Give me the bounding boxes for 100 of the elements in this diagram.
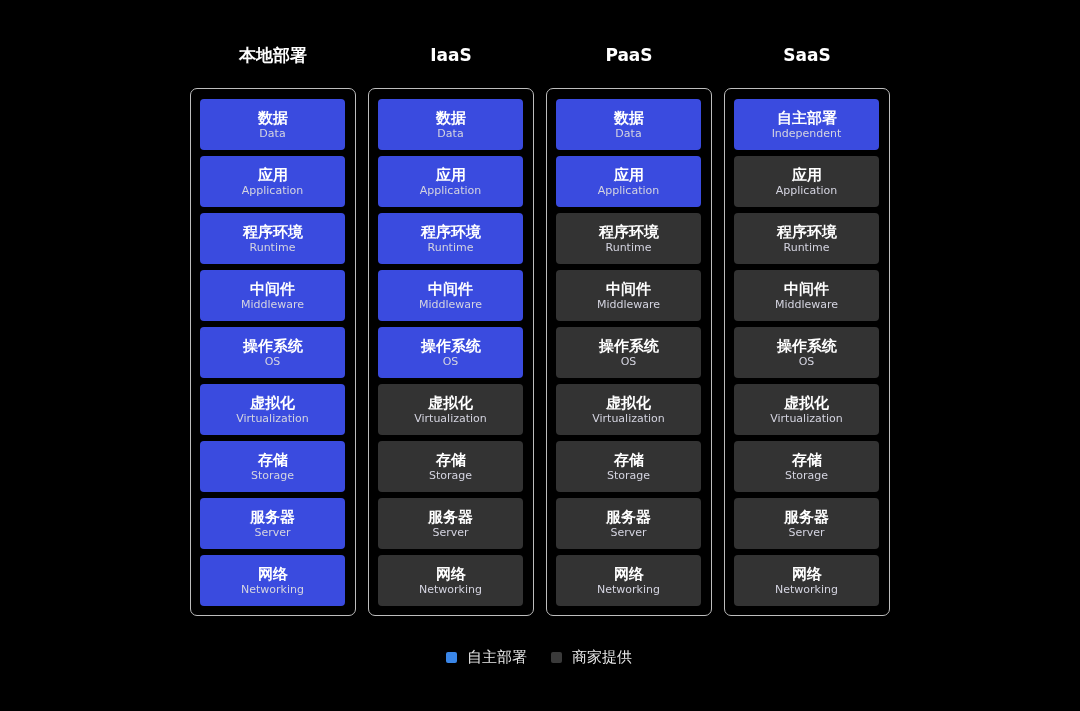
layer-name: 中间件: [428, 279, 473, 298]
column-title: 本地部署: [239, 44, 307, 66]
layer-subtitle: Application: [597, 183, 660, 198]
layer-card: [734, 156, 879, 207]
layer-name: 网络: [613, 564, 644, 583]
layer-card: [378, 156, 523, 207]
layer-card: [556, 327, 701, 378]
layer-subtitle: Data: [259, 126, 286, 141]
layer-subtitle: OS: [620, 354, 637, 369]
layer-card: [200, 498, 345, 549]
layer-subtitle: Application: [419, 183, 482, 198]
layer-subtitle: Virtualization: [236, 411, 309, 426]
layer-name: 虚拟化: [784, 393, 829, 412]
layer-name: 存储: [257, 450, 288, 469]
layer-name: 服务器: [784, 507, 829, 526]
layer-subtitle: Middleware: [596, 297, 661, 312]
layer-card: [378, 213, 523, 264]
layer-name: 存储: [791, 450, 822, 469]
layer-name: 服务器: [428, 507, 473, 526]
layer-card: [556, 384, 701, 435]
layer-subtitle: Server: [432, 525, 469, 540]
layer-name: 存储: [435, 450, 466, 469]
layer-subtitle: Middleware: [774, 297, 839, 312]
layer-name: 应用: [613, 165, 644, 184]
layer-subtitle: Server: [788, 525, 825, 540]
layer-card: [556, 441, 701, 492]
layer-name: 应用: [791, 165, 822, 184]
layer-subtitle: Runtime: [427, 240, 474, 255]
layer-name: 存储: [613, 450, 644, 469]
layer-subtitle: Networking: [775, 582, 838, 597]
layer-card: [556, 213, 701, 264]
layer-card: [378, 498, 523, 549]
layer-subtitle: Virtualization: [414, 411, 487, 426]
column-title: SaaS: [783, 44, 831, 66]
layer-subtitle: Networking: [419, 582, 482, 597]
column-title: IaaS: [430, 44, 472, 66]
layer-card: [378, 99, 523, 150]
layer-subtitle: Virtualization: [592, 411, 665, 426]
layer-name: 程序环境: [242, 222, 303, 241]
layer-subtitle: Middleware: [418, 297, 483, 312]
layer-card: [734, 384, 879, 435]
layer-name: 网络: [791, 564, 822, 583]
layer-subtitle: Server: [610, 525, 647, 540]
layer-name: 程序环境: [598, 222, 659, 241]
layer-name: 网络: [257, 564, 288, 583]
layer-card: [734, 327, 879, 378]
layer-name: 虚拟化: [606, 393, 651, 412]
layer-card: [200, 213, 345, 264]
layer-name: 数据: [613, 108, 644, 127]
layer-subtitle: OS: [798, 354, 815, 369]
layer-name: 中间件: [250, 279, 295, 298]
layer-card: [200, 441, 345, 492]
layer-subtitle: Application: [241, 183, 304, 198]
layer-name: 虚拟化: [250, 393, 295, 412]
layer-name: 程序环境: [776, 222, 837, 241]
layer-subtitle: OS: [264, 354, 281, 369]
layer-subtitle: Storage: [606, 468, 650, 483]
layer-card: [734, 99, 879, 150]
layer-subtitle: Storage: [428, 468, 472, 483]
layer-subtitle: Independent: [771, 126, 842, 141]
layer-card: [734, 441, 879, 492]
layer-card: [556, 555, 701, 606]
layer-card: [378, 270, 523, 321]
layer-card: [200, 270, 345, 321]
layer-card: [556, 99, 701, 150]
layer-name: 网络: [435, 564, 466, 583]
layer-name: 中间件: [606, 279, 651, 298]
layer-subtitle: Storage: [784, 468, 828, 483]
layer-name: 数据: [435, 108, 466, 127]
layer-subtitle: Runtime: [605, 240, 652, 255]
layer-name: 操作系统: [420, 336, 481, 355]
layer-card: [734, 270, 879, 321]
layer-subtitle: OS: [442, 354, 459, 369]
layer-card: [734, 213, 879, 264]
layer-subtitle: Storage: [250, 468, 294, 483]
layer-name: 服务器: [250, 507, 295, 526]
layer-name: 操作系统: [598, 336, 659, 355]
layer-card: [734, 498, 879, 549]
layer-card: [200, 555, 345, 606]
layer-subtitle: Networking: [241, 582, 304, 597]
layer-card: [200, 99, 345, 150]
layer-name: 自主部署: [776, 108, 837, 127]
layer-card: [378, 441, 523, 492]
layer-name: 数据: [257, 108, 288, 127]
column-title: PaaS: [605, 44, 653, 66]
layer-subtitle: Server: [254, 525, 291, 540]
layer-name: 应用: [257, 165, 288, 184]
layer-name: 中间件: [784, 279, 829, 298]
layer-subtitle: Middleware: [240, 297, 305, 312]
layer-name: 服务器: [606, 507, 651, 526]
layer-card: [556, 498, 701, 549]
layer-name: 程序环境: [420, 222, 481, 241]
layer-subtitle: Networking: [597, 582, 660, 597]
layer-card: [200, 384, 345, 435]
legend-label: 自主部署: [467, 648, 527, 666]
legend-label: 商家提供: [572, 648, 632, 666]
layer-card: [734, 555, 879, 606]
layer-name: 虚拟化: [428, 393, 473, 412]
layer-subtitle: Runtime: [783, 240, 830, 255]
layer-subtitle: Application: [775, 183, 838, 198]
